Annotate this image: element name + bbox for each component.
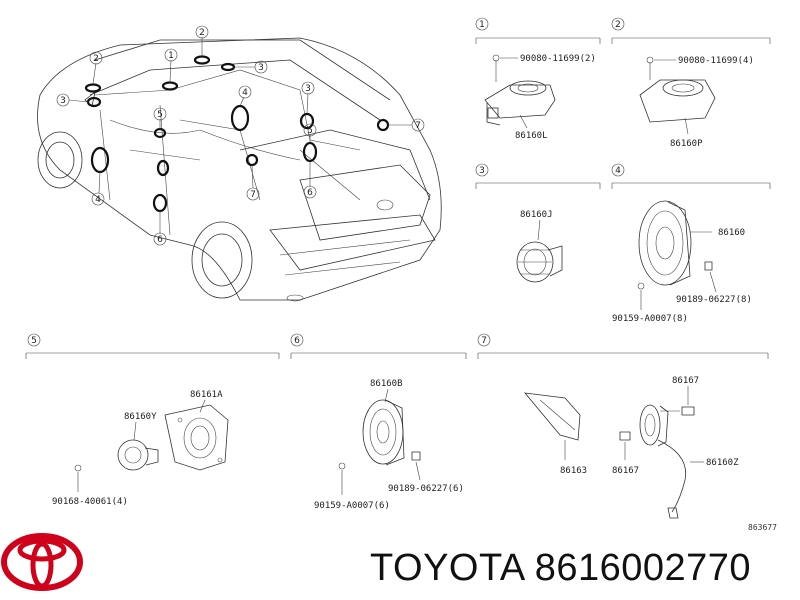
car-illustration: [37, 37, 442, 302]
car-callout: 3: [258, 63, 264, 73]
car-callouts: 2 1 2 3 3 3 5 4 7 4 5 6 7 6: [56, 25, 425, 246]
brand-name: TOYOTA: [370, 547, 524, 589]
section-3: 3 86160J: [475, 163, 601, 283]
part-number: 90168-40061(4): [52, 497, 128, 507]
part-number: 86160L: [515, 131, 548, 141]
part-number: 90080-11699(4): [678, 56, 754, 66]
section-5: 5 86161A 86160Y 90168-40061(4): [25, 333, 280, 507]
svg-text:2: 2: [615, 20, 621, 30]
car-callout: 4: [95, 195, 101, 205]
part-number: 86163: [560, 466, 587, 476]
part-number: 86160Z: [706, 458, 739, 468]
svg-text:1: 1: [479, 20, 485, 30]
section-2: 2 90080-11699(4) 86160P: [611, 17, 771, 149]
svg-text:6: 6: [294, 336, 300, 346]
part-number: 86160B: [370, 379, 403, 389]
car-callout: 7: [250, 190, 256, 200]
car-callout: 5: [307, 126, 313, 136]
reference-code: 863677: [748, 523, 777, 532]
part-number: 86160P: [670, 139, 703, 149]
section-1: 1 90080-11699(2) 86160L: [475, 17, 601, 141]
part-number: 86160J: [520, 210, 553, 220]
section-6: 6 86160B 90189-06227(6) 90159-A0007(6): [290, 333, 467, 511]
car-callout: 6: [157, 235, 163, 245]
part-number: 86160Y: [124, 412, 157, 422]
svg-text:7: 7: [481, 336, 487, 346]
part-number: 86167: [612, 466, 639, 476]
part-number: 90159-A0007(8): [612, 314, 688, 324]
part-number: 86167: [672, 376, 699, 386]
section-4: 4 86160 90189-06227(8) 90159-A0007(8): [611, 163, 771, 324]
part-number: 86160: [718, 228, 745, 238]
speaker-rings: [84, 55, 390, 213]
car-callout: 5: [157, 110, 163, 120]
svg-text:4: 4: [615, 166, 621, 176]
brand-title: TOYOTA 8616002770: [370, 547, 751, 590]
part-number: 90189-06227(8): [676, 295, 752, 305]
car-callout: 2: [93, 54, 99, 64]
car-callout: 7: [415, 121, 421, 131]
svg-text:5: 5: [31, 336, 37, 346]
part-number-title: 8616002770: [534, 547, 752, 589]
car-callout: 4: [242, 88, 248, 98]
car-callout: 6: [307, 188, 313, 198]
car-callout: 3: [305, 84, 311, 94]
section-7: 7 86167 86163 86167 86160Z: [477, 333, 769, 519]
part-number: 86161A: [190, 390, 223, 400]
part-number: 90189-06227(6): [388, 484, 464, 494]
svg-text:3: 3: [479, 166, 485, 176]
part-number: 90080-11699(2): [520, 54, 596, 64]
car-callout: 2: [199, 28, 205, 38]
toyota-logo: [1, 533, 83, 591]
car-callout: 1: [168, 51, 174, 61]
car-callout: 3: [60, 96, 66, 106]
part-number: 90159-A0007(6): [314, 501, 390, 511]
